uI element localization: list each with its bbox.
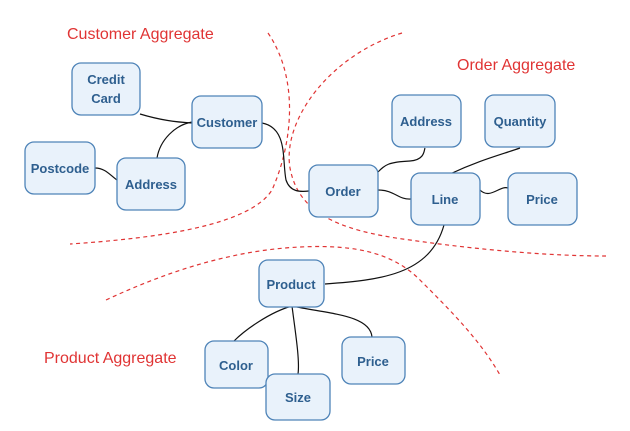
node-color: Color xyxy=(204,340,269,389)
order-address-label: Address xyxy=(400,114,452,129)
edge-product-color xyxy=(233,305,293,342)
product-label: Product xyxy=(266,277,316,292)
color-label: Color xyxy=(219,358,253,373)
line-price-label: Price xyxy=(526,192,558,207)
customer-aggregate-title: Customer Aggregate xyxy=(67,26,214,43)
edge-product-price xyxy=(291,305,373,338)
edge-postcode-address xyxy=(94,167,118,181)
node-postcode: Postcode xyxy=(24,141,96,195)
edge-address-customer xyxy=(156,121,193,159)
customer-address-label: Address xyxy=(125,177,177,192)
node-product: Product xyxy=(258,259,325,308)
size-label: Size xyxy=(285,390,311,405)
credit-card-label-line1: Credit xyxy=(87,72,125,87)
customer-label: Customer xyxy=(197,115,258,130)
credit-card-label-line2: Card xyxy=(91,91,121,106)
node-customer: Customer xyxy=(191,95,263,149)
quantity-label: Quantity xyxy=(494,114,547,129)
node-customer-address: Address xyxy=(116,157,186,211)
node-order-address: Address xyxy=(391,94,462,148)
edge-line-product xyxy=(324,224,445,285)
product-aggregate-title: Product Aggregate xyxy=(44,350,177,367)
edge-creditcard-customer xyxy=(139,113,193,124)
node-credit-card: Credit Card xyxy=(71,62,141,116)
edge-line-quantity xyxy=(449,147,521,175)
node-product-price: Price xyxy=(341,336,406,385)
product-price-label: Price xyxy=(357,354,389,369)
aggregate-titles: Customer Aggregate Order Aggregate Produ… xyxy=(44,26,575,367)
node-line: Line xyxy=(410,172,481,226)
line-label: Line xyxy=(432,192,459,207)
boundary-customer-order-left xyxy=(69,32,291,245)
node-line-price: Price xyxy=(507,172,578,226)
node-quantity: Quantity xyxy=(484,94,556,148)
edge-customer-order xyxy=(261,122,310,192)
node-order: Order xyxy=(308,164,379,218)
postcode-label: Postcode xyxy=(31,161,90,176)
order-aggregate-title: Order Aggregate xyxy=(457,57,575,74)
edge-product-size xyxy=(291,305,300,375)
edge-line-price xyxy=(479,187,509,195)
node-size: Size xyxy=(265,373,331,421)
edge-order-address xyxy=(377,147,426,173)
order-label: Order xyxy=(325,184,360,199)
relationship-edges xyxy=(94,113,521,375)
edge-order-line xyxy=(377,189,412,200)
